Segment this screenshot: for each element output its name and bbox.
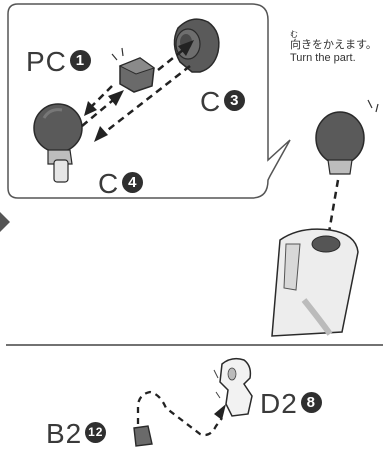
label-c3-number: 3 [224,90,246,112]
part-turned [315,99,379,175]
side-note-english: Turn the part. [290,52,356,64]
assembly-path [136,390,223,437]
label-c4-number: 4 [122,172,144,194]
part-c4 [33,103,83,183]
part-d2 [213,357,253,417]
label-pc1-number: 1 [69,50,91,72]
label-d2-text: D2 [260,388,298,419]
side-note: む 向きをかえます。 Turn the part. [290,30,377,65]
label-d2-number: 8 [300,392,322,414]
label-c3-text: C [200,86,222,117]
limb-part [271,228,359,337]
label-b2-number: 12 [85,422,107,444]
label-pc1-text: PC [26,46,67,77]
part-pc1 [111,47,156,93]
side-note-ruby: む [290,30,298,39]
pointer-arrow [0,212,10,232]
side-note-japanese: 向きをかえます。 [290,39,377,51]
assembly-arrows [81,40,194,142]
label-c4-text: C [98,168,120,199]
callout-bubble [7,3,291,199]
part-b2 [133,425,153,447]
label-b2-text: B2 [46,418,83,449]
